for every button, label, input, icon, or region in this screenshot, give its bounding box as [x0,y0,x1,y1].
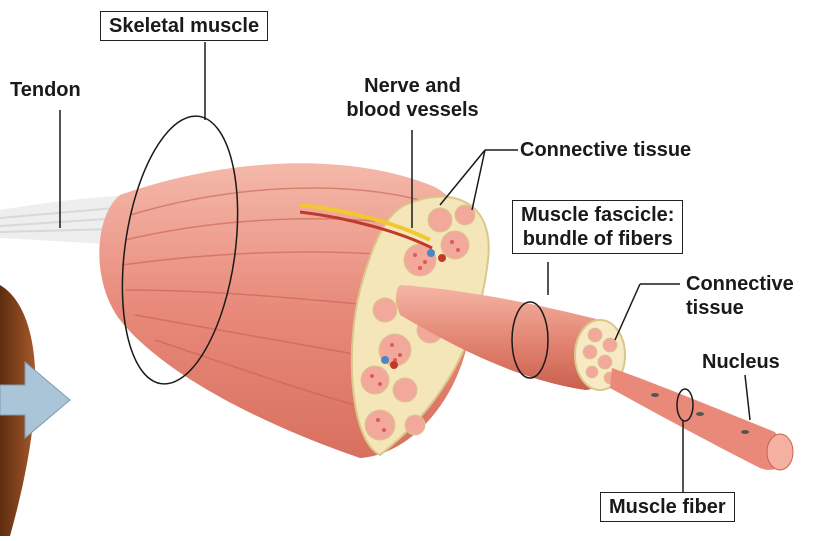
label-muscle-fascicle: Muscle fascicle: bundle of fibers [512,200,683,254]
label-tendon: Tendon [10,78,81,102]
label-fascicle-line1: Muscle fascicle: [521,203,674,227]
label-fascicle-line2: bundle of fibers [521,227,674,251]
muscle-fiber-body [610,368,790,470]
label-ct-line1: Connective [686,272,794,296]
label-ct-line2: tissue [686,296,794,320]
label-skeletal-muscle: Skeletal muscle [100,11,268,41]
label-nerve-blood-vessels: Nerve and blood vessels [330,74,495,122]
label-nerve-line1: Nerve and [330,74,495,98]
label-muscle-fiber: Muscle fiber [600,492,735,522]
label-nerve-line2: blood vessels [330,98,495,122]
label-connective-tissue-right: Connective tissue [686,272,794,320]
label-connective-tissue-top: Connective tissue [520,138,691,162]
label-nucleus: Nucleus [702,350,780,374]
